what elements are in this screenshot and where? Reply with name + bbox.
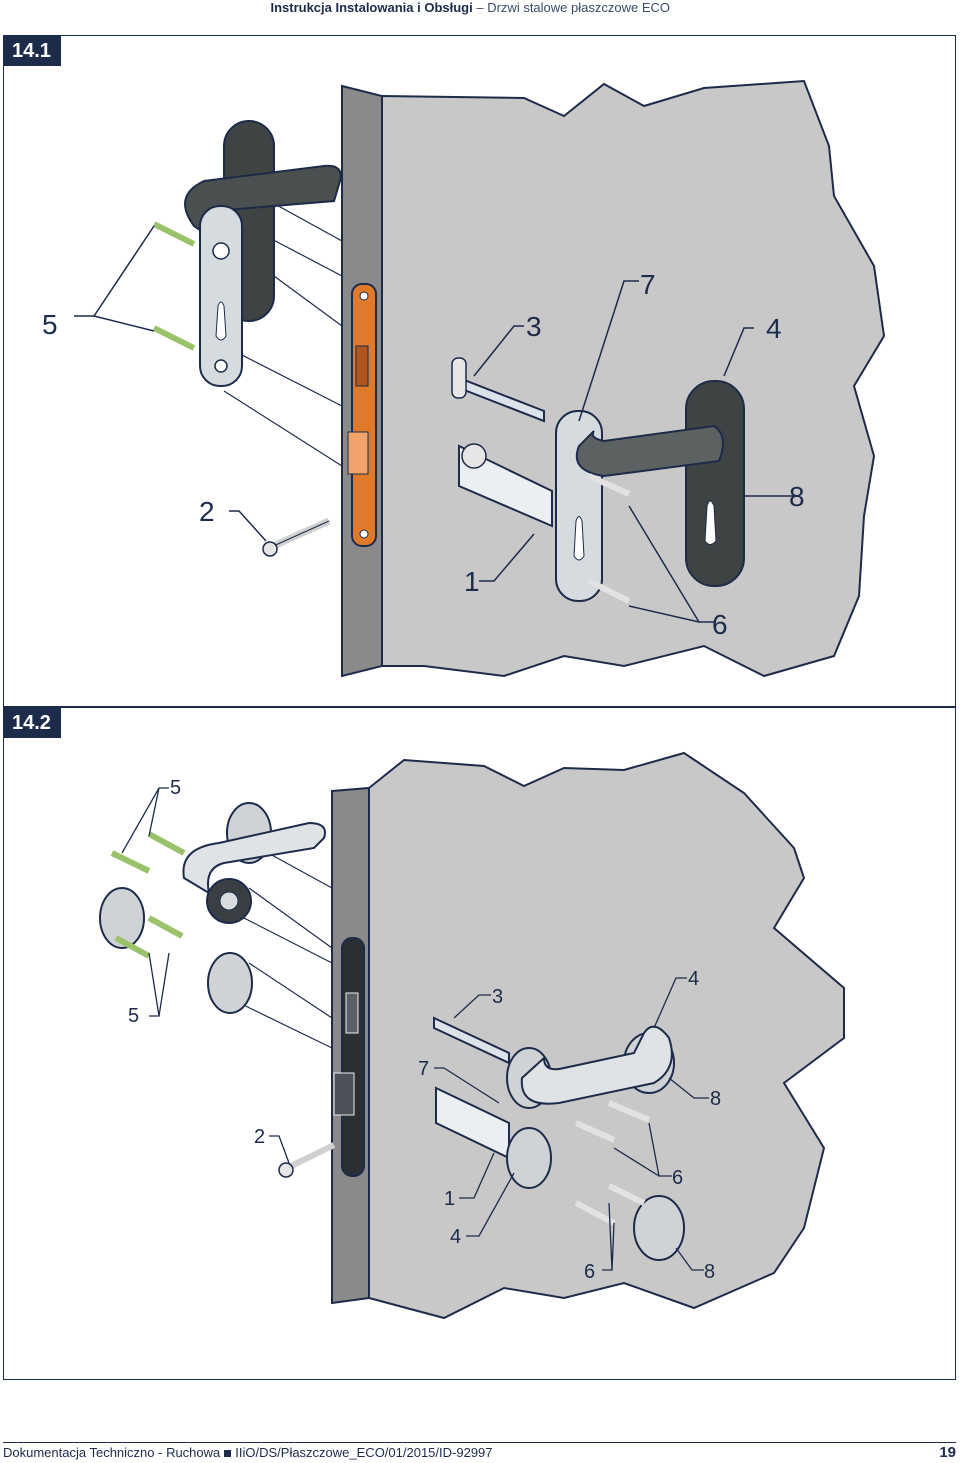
figure-14-1: 5 3 7 4 8 2 1 6 14.1 <box>3 35 956 707</box>
callout-3: 3 <box>492 986 503 1008</box>
callout-6: 6 <box>712 609 728 640</box>
screw-6-bottom <box>587 578 631 604</box>
rosette-right-4 <box>506 1127 552 1189</box>
header-subtitle: Drzwi stalowe płaszczowe ECO <box>487 0 670 15</box>
header-separator: – <box>476 0 484 15</box>
page-number: 19 <box>939 1444 956 1461</box>
callout-2: 2 <box>254 1126 265 1148</box>
wall-surface <box>381 79 886 678</box>
callout-4: 4 <box>766 313 782 344</box>
callout-7: 7 <box>640 269 656 300</box>
callout-7: 7 <box>418 1058 429 1080</box>
figure-14-2: 5 5 3 4 7 8 2 6 1 4 6 8 14.2 <box>3 707 956 1380</box>
callout-4-bottom: 4 <box>450 1226 461 1248</box>
square-bullet-icon <box>224 1449 232 1457</box>
callout-6-bottom: 6 <box>584 1261 595 1283</box>
header-title: Instrukcja Instalowania i Obsługi <box>270 0 473 15</box>
escutcheon-left <box>99 887 145 949</box>
screw-5-bottom <box>152 325 196 351</box>
callout-2: 2 <box>199 496 215 527</box>
handle-right <box>520 1025 673 1105</box>
right-handle-lever <box>575 424 724 478</box>
callout-5-top: 5 <box>170 777 181 799</box>
callout-4-top: 4 <box>688 968 699 990</box>
footer-left: Dokumentacja Techniczno - Ruchowa IIiO/DS… <box>3 1443 493 1463</box>
callout-1: 1 <box>444 1188 455 1210</box>
callout-3: 3 <box>526 311 542 342</box>
callout-8-top: 8 <box>710 1088 721 1110</box>
callout-8: 8 <box>789 481 805 512</box>
page-footer: Dokumentacja Techniczno - Ruchowa IIiO/DS… <box>3 1442 956 1463</box>
page-header: Instrukcja Instalowania i Obsługi – Drzw… <box>0 0 670 16</box>
callout-6-top: 6 <box>672 1167 683 1189</box>
inner-back-plate <box>199 205 243 387</box>
wall-surface <box>368 751 845 1320</box>
figure-tag: 14.1 <box>4 36 61 66</box>
callout-5-bottom: 5 <box>128 1005 139 1027</box>
lock-plate <box>351 283 377 547</box>
footer-doc: Dokumentacja Techniczno - Ruchowa <box>3 1445 221 1460</box>
escutcheon-right <box>633 1195 685 1261</box>
screw-5-top <box>152 221 196 247</box>
figure-tag: 14.2 <box>4 708 61 738</box>
lock-plate <box>341 937 365 1177</box>
cylinder-1 <box>458 444 553 528</box>
callout-8-bottom: 8 <box>704 1261 715 1283</box>
right-handle-plate <box>685 380 745 587</box>
footer-ref: IIiO/DS/Płaszczowe_ECO/01/2015/ID-92997 <box>235 1445 493 1460</box>
escutcheon-left-2 <box>207 952 253 1014</box>
screw-6-top <box>587 473 631 497</box>
callout-5: 5 <box>42 309 58 340</box>
figure-14-2-drawing: 5 5 3 4 7 8 2 6 1 4 6 8 <box>99 751 845 1320</box>
callout-1: 1 <box>464 566 480 597</box>
figure-14-1-drawing: 5 3 7 4 8 2 1 6 <box>42 79 886 678</box>
handle-left <box>182 821 326 896</box>
